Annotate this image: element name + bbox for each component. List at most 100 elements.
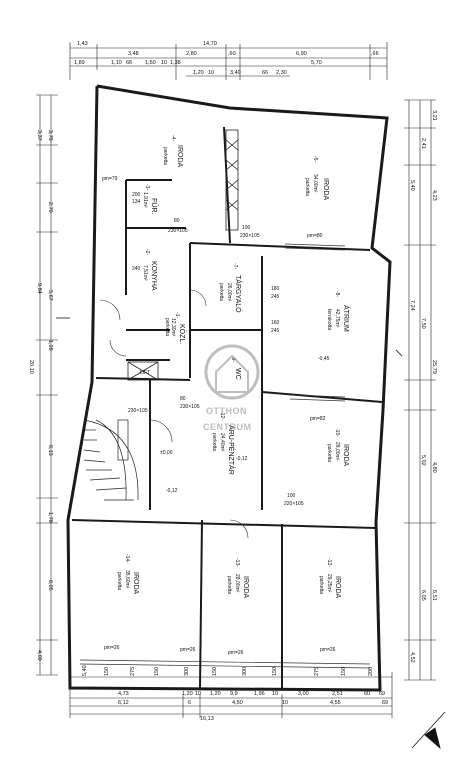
room-4-label: -4- IRODA parketta xyxy=(162,135,183,168)
bottom-dim-28: 200 xyxy=(368,667,374,676)
door-swings xyxy=(99,289,249,539)
opening-label: 240 xyxy=(132,266,141,272)
bottom-dim-26: 275 xyxy=(314,667,320,676)
top-dim-18: 2,30 xyxy=(276,70,287,76)
room-9-label: -9- WC xyxy=(230,356,241,380)
opening-label: 245 xyxy=(271,328,280,334)
bottom-dim-24: 300 xyxy=(242,667,248,676)
bottom-dim-23: 150 xyxy=(212,667,218,676)
room-area: 24,40m² xyxy=(219,433,225,452)
bottom-dim-25: 150 xyxy=(272,667,278,676)
opening-label: 160 xyxy=(271,320,280,326)
room-area: 28,00m² xyxy=(234,574,240,593)
room-7-label: -7- TÁRGYALÓ 26,00m² parketta xyxy=(218,263,243,313)
room-floor: parketta xyxy=(211,433,217,451)
right-dim-6: 7,50 xyxy=(420,318,426,329)
top-dim-17: 66 xyxy=(262,70,268,76)
left-dim-4: 9,84 xyxy=(36,283,42,294)
bottom-dim-11: 69 xyxy=(379,691,385,697)
opening-label: 230×105 xyxy=(180,404,200,410)
top-dim-6: ,66 xyxy=(371,51,379,57)
bottom-dim-14: 4,50 xyxy=(232,700,243,706)
top-dim-9: 66 xyxy=(126,60,132,66)
room-floor: parketta xyxy=(326,444,332,462)
room-8-label: -8- ÁTRIUM 42,75m² terrakotta xyxy=(326,291,351,332)
room-name: IRODA xyxy=(176,145,183,168)
bottom-dim-12: 6,12 xyxy=(118,700,129,706)
bottom-dim-10: 60 xyxy=(364,691,370,697)
top-dim-16: 3,40 xyxy=(230,70,241,76)
room-10-label: -10- IRODA 28,00m² parketta xyxy=(326,428,349,467)
opening-label: 230×105 xyxy=(240,233,260,239)
right-dim-5: 7,24 xyxy=(409,300,415,311)
opening-label: 134 xyxy=(132,199,141,205)
interior-walls xyxy=(71,126,383,689)
opening-label: pm=80 xyxy=(307,233,323,239)
watermark-line2: CENTRUM xyxy=(203,422,252,432)
opening-label: 220×105 xyxy=(284,501,304,507)
opening-label: 200 xyxy=(132,192,141,198)
right-dim-3: 5,40 xyxy=(409,180,415,191)
room-number: -8- xyxy=(334,291,340,297)
opening-label: 230×105 xyxy=(168,228,188,234)
right-dim-11: 6,51 xyxy=(431,590,437,601)
room-number: -4- xyxy=(170,135,176,141)
left-dim-7: 20,10 xyxy=(28,360,34,374)
lift-shaft xyxy=(127,361,159,381)
bottom-dim-13: 6 xyxy=(188,700,191,706)
opening-label: pm=82 xyxy=(310,416,326,422)
opening-label: pm=79 xyxy=(102,176,118,182)
opening-label: 230×105 xyxy=(128,408,148,414)
right-dim-4: 4,23 xyxy=(431,190,437,201)
lift-label: LIFT xyxy=(140,370,150,376)
room-name: IRODA xyxy=(334,576,341,599)
level-mark: ±0,00 xyxy=(160,450,173,456)
opening-label: pm=26 xyxy=(104,645,120,651)
room-14-label: -14- IRODA 35,60m² parketta xyxy=(116,554,139,595)
bottom-dim-20: 275 xyxy=(130,667,136,676)
right-dim-7: 25,79 xyxy=(431,360,437,374)
bottom-dim-19: 150 xyxy=(104,667,110,676)
bottom-dim-22: 300 xyxy=(184,667,190,676)
room-name: ÁTRIUM xyxy=(342,305,351,332)
room-12-label: -12- ÁRU-PÉNZTÁR 24,40m² parketta xyxy=(211,411,236,475)
bottom-dim-18: 5,40 xyxy=(82,665,88,676)
bottom-dim-27: 150 xyxy=(341,667,347,676)
room-floor: parketta xyxy=(304,178,310,196)
room-number: -14- xyxy=(124,554,130,563)
bottom-dim-17: 69 xyxy=(382,700,388,706)
room-floor: parketta xyxy=(164,318,170,336)
room-13-label: -13- IRODA 28,00m² parketta xyxy=(226,558,249,599)
room-number: -12- xyxy=(326,558,332,567)
room-floor: parketta xyxy=(116,572,122,590)
room-number: -7- xyxy=(232,263,238,269)
room-name: IRODA xyxy=(342,444,349,467)
room-number: -2- xyxy=(144,249,150,255)
room-number: -9- xyxy=(230,356,236,362)
right-dim-1: 3,21 xyxy=(431,110,437,121)
top-dim-15: 10 xyxy=(208,70,214,76)
watermark-line1: OTTHON xyxy=(206,406,247,416)
room-number: -3- xyxy=(144,184,150,190)
right-dim-10: 6,05 xyxy=(420,590,426,601)
top-dimension-chains xyxy=(69,42,388,80)
right-dim-9: 4,80 xyxy=(431,462,437,473)
room-floor: parketta xyxy=(162,147,168,165)
bottom-dim-15: 10 xyxy=(282,700,288,706)
left-dim-3: 2,70 xyxy=(47,202,53,213)
window-lines xyxy=(79,243,371,669)
room-number: -10- xyxy=(334,428,340,437)
room-floor: terrakotta xyxy=(326,309,332,330)
left-dim-6: 1,28 xyxy=(47,340,53,351)
level-mark: -0,45 xyxy=(318,356,330,362)
opening-label: 100 xyxy=(287,493,296,499)
bottom-dim-9: 2,51 xyxy=(332,691,343,697)
bottom-dim-2: 1,20 xyxy=(182,691,193,697)
top-dim-5: 6,90 xyxy=(296,51,307,57)
room-number: -1- xyxy=(174,312,180,318)
room-area: 26,00m² xyxy=(226,283,232,302)
north-arrow-icon xyxy=(411,711,446,750)
room-name: IRODA xyxy=(242,576,249,599)
room-floor: parketta xyxy=(318,576,324,594)
